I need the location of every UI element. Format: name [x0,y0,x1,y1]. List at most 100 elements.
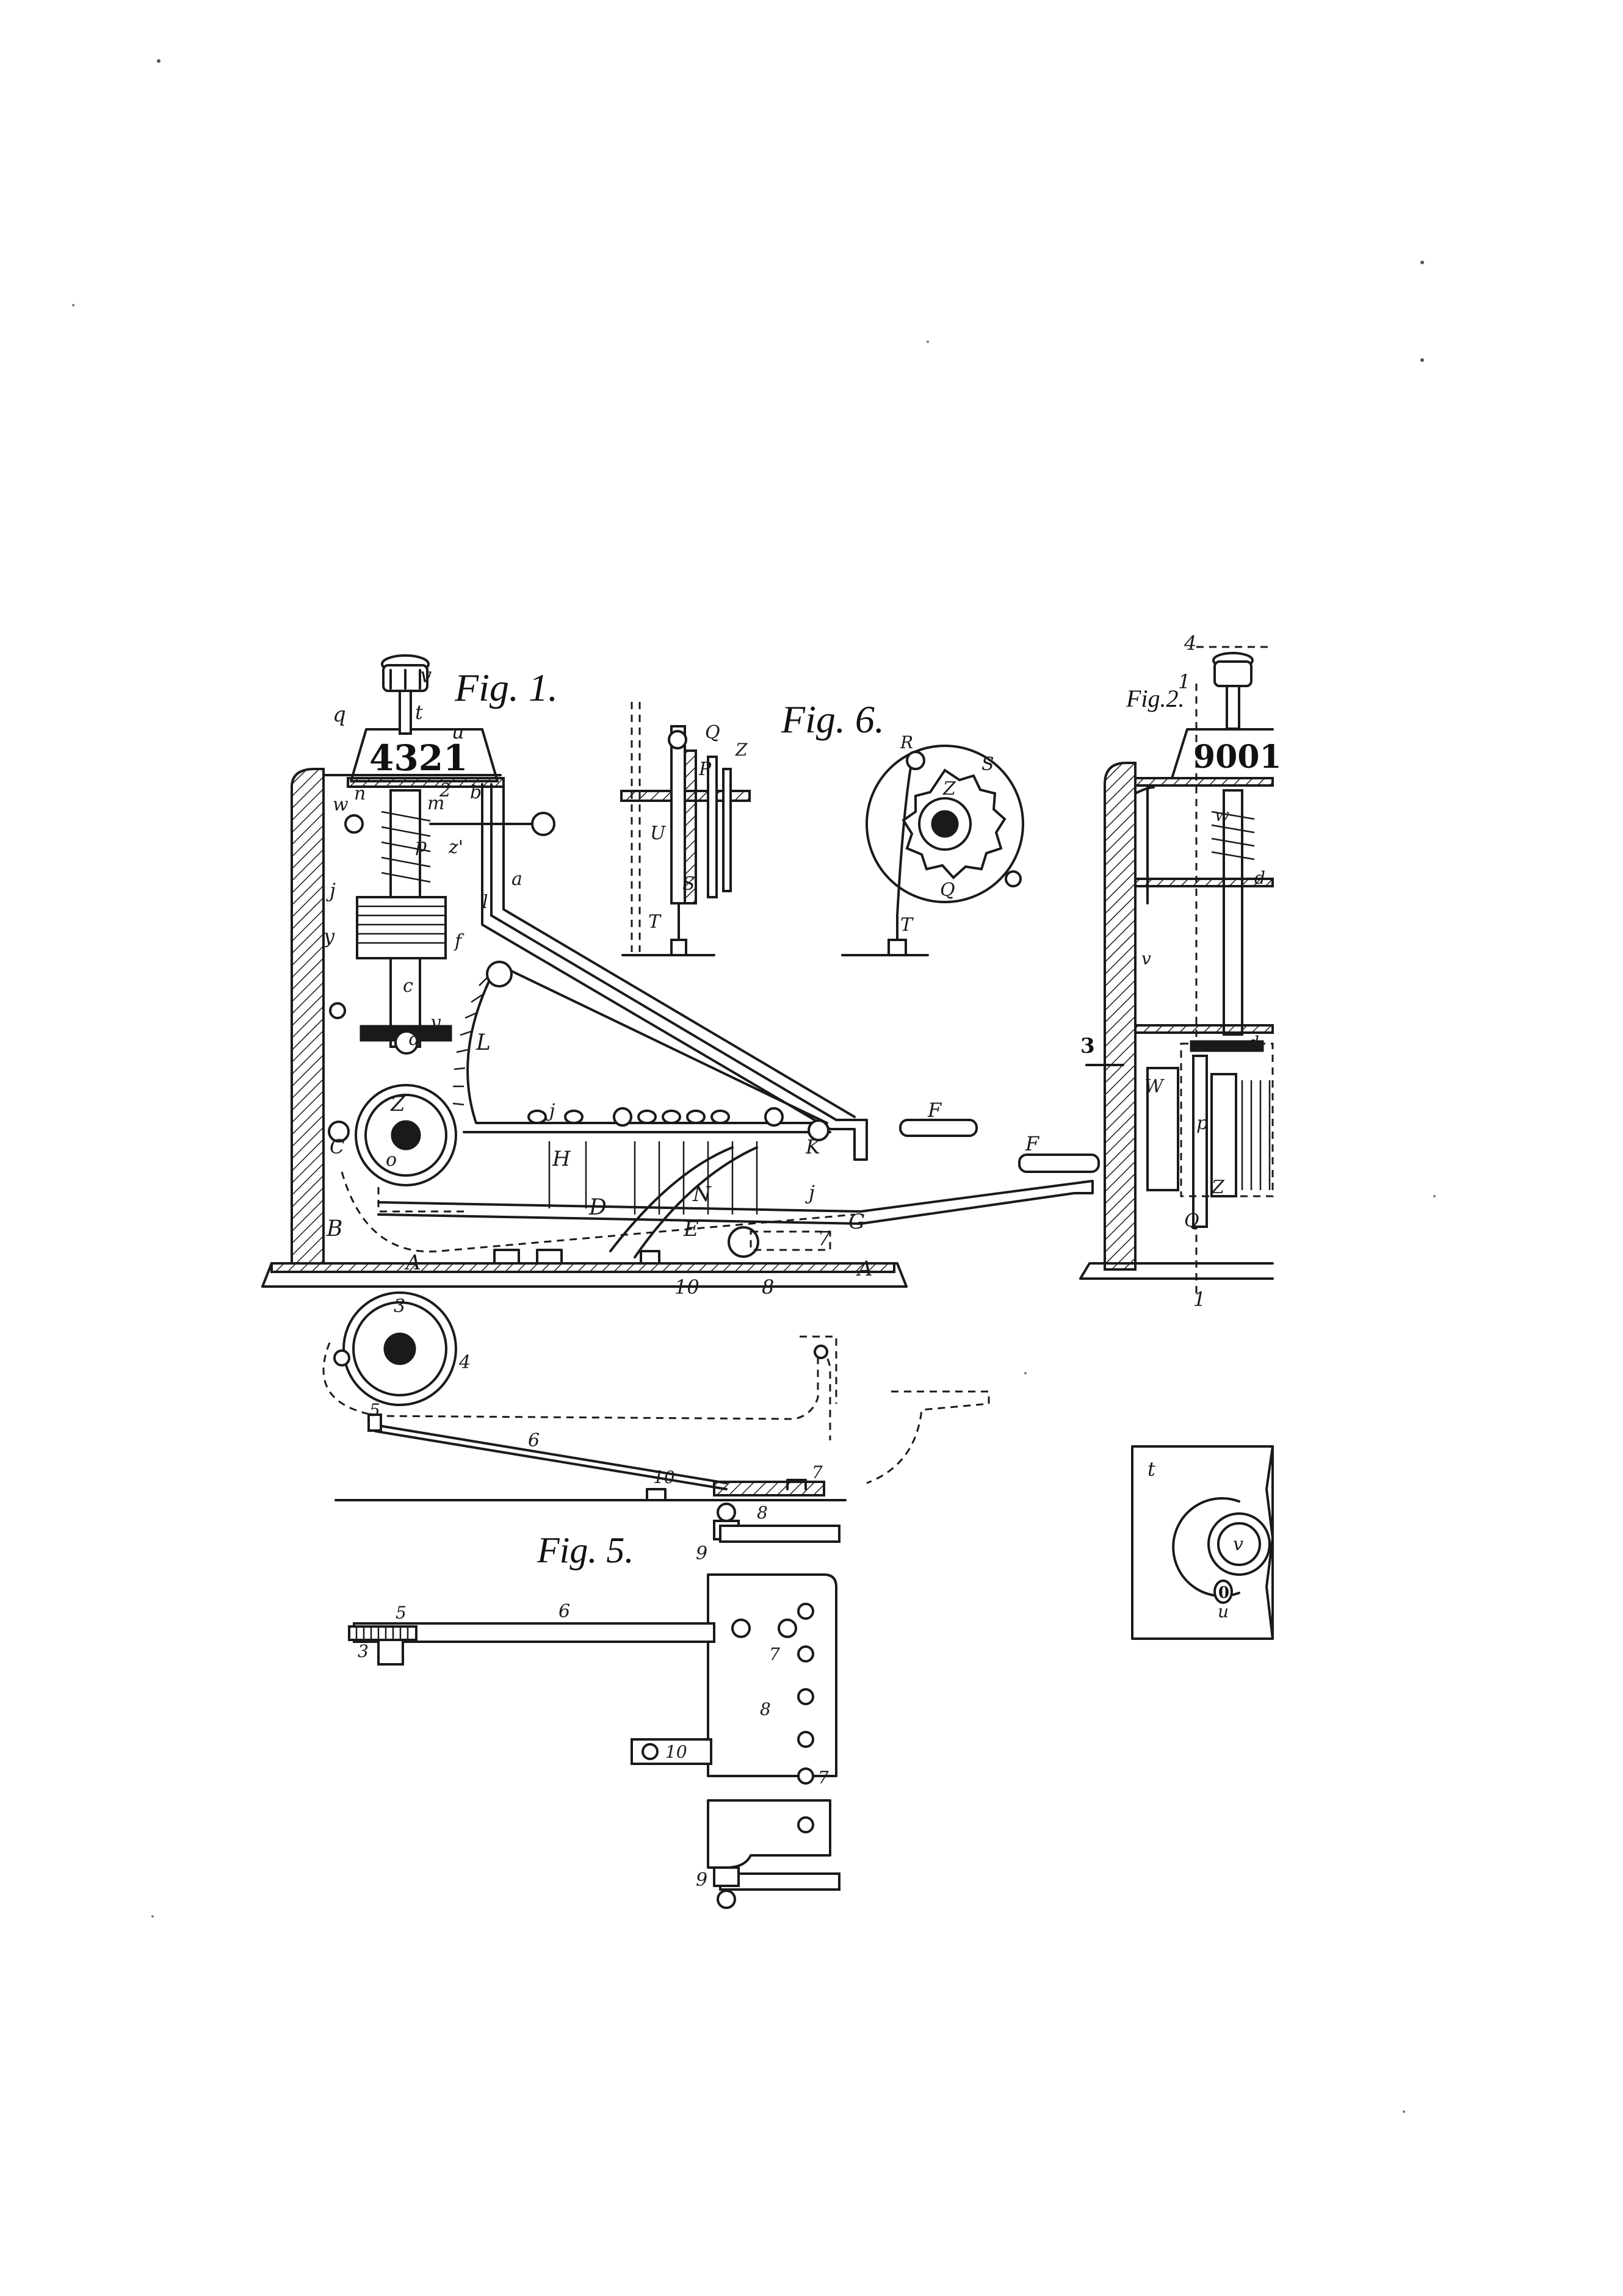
scan-specks [72,59,1436,2113]
fig1-dashed-block [750,1230,831,1251]
fig5-link-screw-2 [778,1619,797,1638]
fig1-base-section [270,1262,895,1273]
lower-dashed-pin-right [814,1345,828,1359]
label-A-left: A [404,1251,421,1275]
fig1-counter-plate [347,777,505,788]
fig5-label-9-top: 9 [696,1543,707,1564]
fig1-spring-E2 [634,1146,758,1258]
lower-label-5: 5 [369,1400,380,1420]
label-F-upper: F [927,1099,942,1122]
fig2-spring [1211,810,1255,861]
fig6-pivot-R [906,751,925,770]
figure-1: Fig. 1. 4321 [261,654,1100,1299]
label-v: v [420,663,432,688]
fig6-label-Q-side: Q [705,722,720,743]
fig2-lower-plate [1134,1024,1274,1034]
label-o: o [386,1149,397,1171]
lower-gear-hub [383,1332,416,1365]
fig5-gear-hub [377,1639,404,1666]
fig1-pinion-hub [391,1120,421,1150]
fig1-spring [381,810,431,883]
detail-arc [1172,1497,1240,1597]
fig1-pedal-F-upper [899,1119,978,1137]
fig1-sector-pivot [486,961,513,987]
lower-label-3: 3 [394,1296,405,1317]
fig6-ratchet-edge2 [722,768,732,892]
fig2-label-Z: Z [1211,1177,1225,1198]
label-y2: y [429,1012,441,1033]
figure-5: Fig. 5. 9 7 8 7 6 5 3 [348,1503,840,1909]
fig5-link-screw-1 [731,1619,751,1638]
fig5-label-7-bottom: 7 [818,1767,829,1788]
label-Z: Z [390,1092,406,1116]
fig2-dashed-box [1180,1042,1274,1197]
fig5-label-6: 6 [558,1601,570,1622]
fig2-label-p: p [1196,1113,1208,1134]
fig5-label-7-top: 7 [769,1644,780,1664]
fig2-label-d-top: d [1254,868,1265,888]
fig1-pedal-F [1018,1153,1100,1173]
label-l: l [482,892,488,913]
fig2-plunger-stem [1226,685,1240,730]
label-j-right: j [805,1181,815,1204]
detail-view-t: t v 0 u [1131,1445,1274,1640]
lower-plate-8 [713,1481,825,1496]
fig2-label-3: 3 [1080,1034,1095,1058]
fig5-label-8: 8 [760,1699,771,1719]
lower-label-7: 7 [812,1462,823,1482]
lower-dashed-upright [800,1335,837,1404]
fig6-post [670,939,687,956]
detail-zero-window [1213,1579,1233,1604]
label-a-small: a [511,868,522,890]
lower-dashed-pin-left [333,1349,350,1366]
label-z-prime: z' [448,837,463,858]
fig2-label-1-bottom: 1 [1193,1288,1206,1311]
fig2-counter-housing [1171,728,1274,779]
fig1-ratchet-stack [356,896,447,959]
fig6-disk-Q [684,749,697,904]
detail-label-0: 0 [1218,1584,1229,1602]
fig2-label-d: d [1248,1033,1259,1053]
lower-label-8: 8 [757,1503,768,1523]
figure-2: Fig.2. 4 1 9001 3 w d v d W p Z Q [1079,632,1282,1311]
fig2-counter-plate [1134,777,1274,787]
fig5-bottom-screw [717,1890,736,1909]
fig5-title: Fig. 5. [537,1530,634,1570]
label-A-right: A [856,1257,873,1281]
fig1-ratchet-teeth [357,905,446,944]
fig5-plate [707,1573,837,1777]
fig5-gear-edge [348,1625,417,1641]
fig2-label-w: w [1215,805,1229,825]
fig6-post-front [887,939,907,956]
fig6-spring-anchor [1005,870,1022,887]
fig2-label-v: v [1141,948,1151,969]
fig5-label-3: 3 [358,1641,369,1661]
label-f: f [454,931,464,952]
label-G: G [848,1210,865,1234]
label-L: L [475,1030,491,1055]
fig2-label-Q: Q [1184,1210,1199,1232]
fig1-counter-digits: 4321 [369,737,468,779]
fig6-label-Z-front: Z [942,778,956,800]
fig1-spring-E [609,1146,734,1252]
fig1-labels: v q t u n w m 2 b p z' a l j y f c y d L… [322,663,1040,1299]
label-8: 8 [762,1276,774,1299]
label-2: 2 [439,780,451,801]
figure-6: Fig. 6. Q P Z U S T R S Z Q T [620,698,1024,956]
fig2-base [1079,1262,1274,1280]
fig5-label-5: 5 [396,1603,407,1623]
fig1-gooseneck-frame [481,783,868,1161]
fig2-title: Fig.2. [1126,685,1185,712]
fig6-label-S-front: S [981,754,994,775]
label-j-mid: j [546,1100,555,1122]
fig2-label-W: W [1144,1076,1165,1097]
fig6-top-pin [668,730,687,749]
fig2-label-4: 4 [1184,632,1196,655]
fig1-left-wall [291,768,325,1265]
fig6-label-Z-side: Z [735,740,748,760]
fig6-pawl-T-front [896,756,914,953]
label-q: q [333,702,346,727]
detail-break-line [1265,1445,1274,1640]
fig1-dashed-guide [377,1187,464,1213]
